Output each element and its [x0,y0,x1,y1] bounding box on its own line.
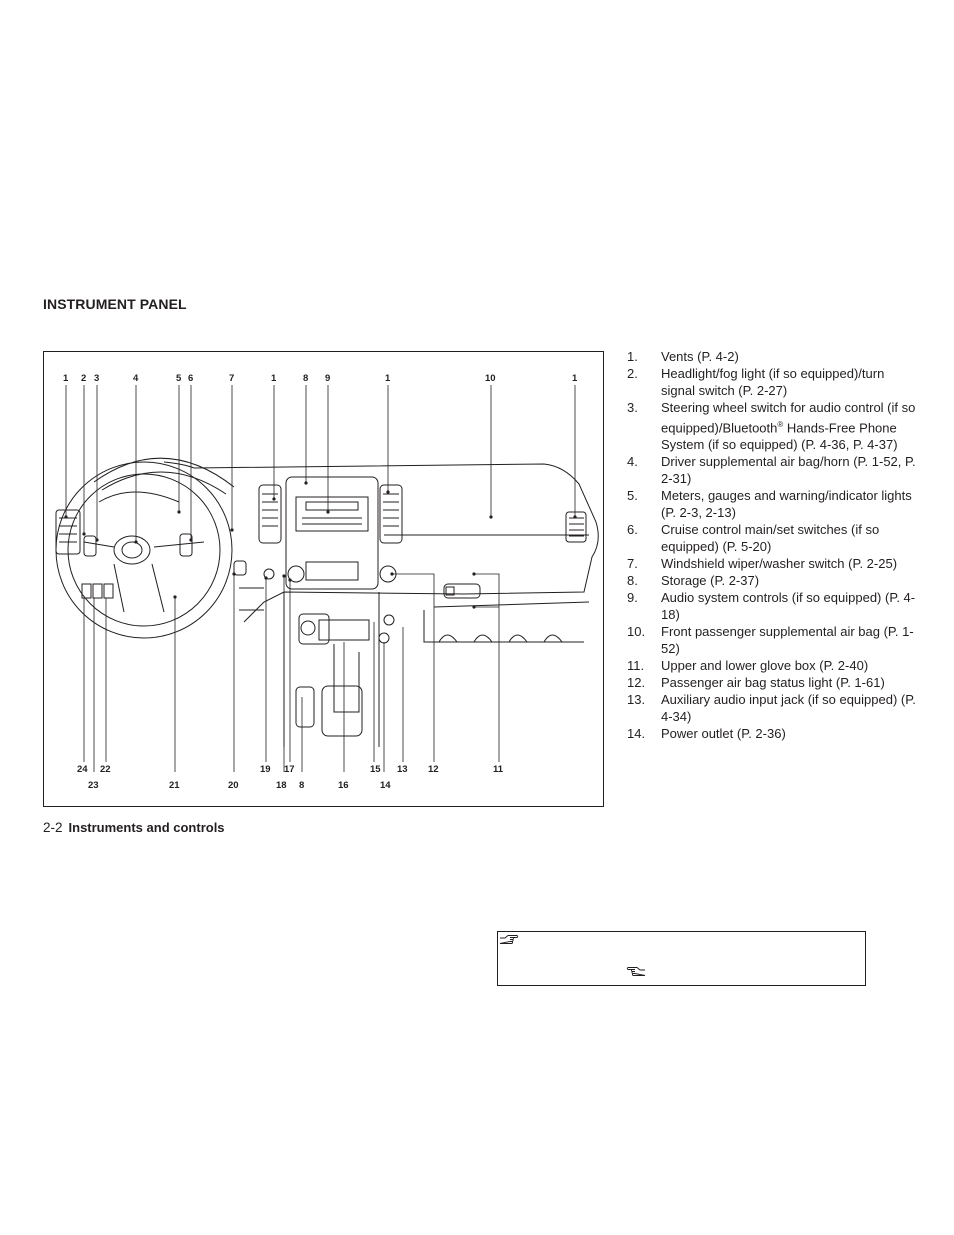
legend-text: Cruise control main/set switches (if so … [661,522,880,555]
legend-item: 13. Auxiliary audio input jack (if so equ… [627,691,917,725]
legend-number: 1. [627,349,638,364]
legend-number: 2. [627,366,638,381]
legend-text: Driver supplemental air bag/horn (P. 1-5… [661,454,916,487]
legend-text: Meters, gauges and warning/indicator lig… [661,488,912,521]
legend-item: 5. Meters, gauges and warning/indicator l… [627,487,917,521]
registered-mark: ® [777,420,784,429]
legend-item: 9. Audio system controls (if so equipped)… [627,589,917,623]
legend-text: Auxiliary audio input jack (if so equipp… [661,692,916,725]
legend-text: Headlight/fog light (if so equipped)/tur… [661,366,885,398]
callout-top: 6 [188,373,193,384]
callout-top: 4 [133,373,139,384]
legend-text: Passenger air bag status light (P. 1-61) [661,675,885,691]
legend-number: 8. [627,573,638,589]
legend-item: 14. Power outlet (P. 2-36) [627,725,917,742]
callout-bottom: 21 [169,780,180,791]
legend-item: 10. Front passenger supplemental air bag … [627,623,917,657]
callout-bottom: 13 [397,764,408,775]
callout-top: 9 [325,373,330,384]
callout-bottom: 20 [228,780,239,791]
callout-bottom: 22 [100,764,111,775]
callout-top: 2 [81,373,86,384]
legend-text: Power outlet (P. 2-36) [661,726,786,742]
callout-top: 3 [94,373,99,384]
legend-text: Hands-Free Phone System (if so equipped)… [661,420,898,453]
legend-number: 6. [627,522,638,538]
callout-top: 1 [271,373,277,384]
callout-bottom: 18 [276,780,287,791]
legend-number: 7. [627,556,638,572]
callout-bottom: 15 [370,764,381,775]
pointing-hand-icon [499,935,519,944]
callout-top: 1 [572,373,578,384]
page-footer: 2-2 Instruments and controls [43,820,225,835]
callout-bottom: 23 [88,780,99,791]
callout-top: 1 [63,373,69,384]
legend-text: Vents (P. 4-2) [661,349,739,364]
callout-top: 7 [229,373,234,384]
callout-bottom: 11 [493,764,504,775]
legend-item: 1. Vents (P. 4-2) [627,348,917,365]
back-hand-icon [626,967,646,976]
legend-item: 12. Passenger air bag status light (P. 1-… [627,674,917,691]
reference-box [497,931,866,986]
legend-list: 1. Vents (P. 4-2) 2. Headlight/fog light (… [627,348,917,742]
legend-item: 7. Windshield wiper/washer switch (P. 2-2… [627,555,917,572]
page-number: 2-2 [43,820,63,835]
callout-bottom: 19 [260,764,271,775]
callout-bottom: 14 [380,780,391,791]
legend-text: Steering wheel switch for audio control … [661,400,916,436]
legend-text: Storage (P. 2-37) [661,573,760,589]
callout-top: 10 [485,373,496,384]
legend-text: Audio system controls (if so equipped) (… [661,590,916,623]
legend-number: 9. [627,590,638,606]
callout-bottom: 12 [428,764,439,775]
legend-number: 5. [627,488,638,504]
callout-top: 8 [303,373,308,384]
legend-item: 6. Cruise control main/set switches (if s… [627,521,917,555]
legend-number: 12. [627,675,646,691]
legend-item: 2. Headlight/fog light (if so equipped)/t… [627,365,917,399]
callout-bottom: 16 [338,780,349,791]
legend-number: 10. [627,624,646,640]
legend-item: 4. Driver supplemental air bag/horn (P. 1… [627,453,917,487]
callout-top: 5 [176,373,182,384]
legend-item: 3. Steering wheel switch for audio contro… [627,399,917,453]
legend-item: 11. Upper and lower glove box (P. 2-40) [627,657,917,674]
callout-bottom: 8 [299,780,304,791]
callout-bottom: 24 [77,764,88,775]
instrument-panel-figure: 1 2 3 4 5 6 7 1 8 9 1 10 1 24 22 23 21 2… [43,351,604,807]
legend-text: Windshield wiper/washer switch (P. 2-25) [661,556,898,572]
chapter-title: Instruments and controls [68,820,225,835]
callout-bottom: 17 [284,764,295,775]
legend-text: Upper and lower glove box (P. 2-40) [661,658,869,674]
instrument-panel-illustration: 1 2 3 4 5 6 7 1 8 9 1 10 1 24 22 23 21 2… [55,373,599,791]
legend-item: 8. Storage (P. 2-37) [627,572,917,589]
legend-number: 3. [627,400,638,415]
legend-text: Front passenger supplemental air bag (P.… [661,624,914,657]
legend-number: 14. [627,726,646,742]
legend-number: 13. [627,692,646,708]
legend-number: 11. [627,658,645,674]
legend-number: 4. [627,454,638,470]
section-title: INSTRUMENT PANEL [43,296,187,312]
callout-top: 1 [385,373,391,384]
